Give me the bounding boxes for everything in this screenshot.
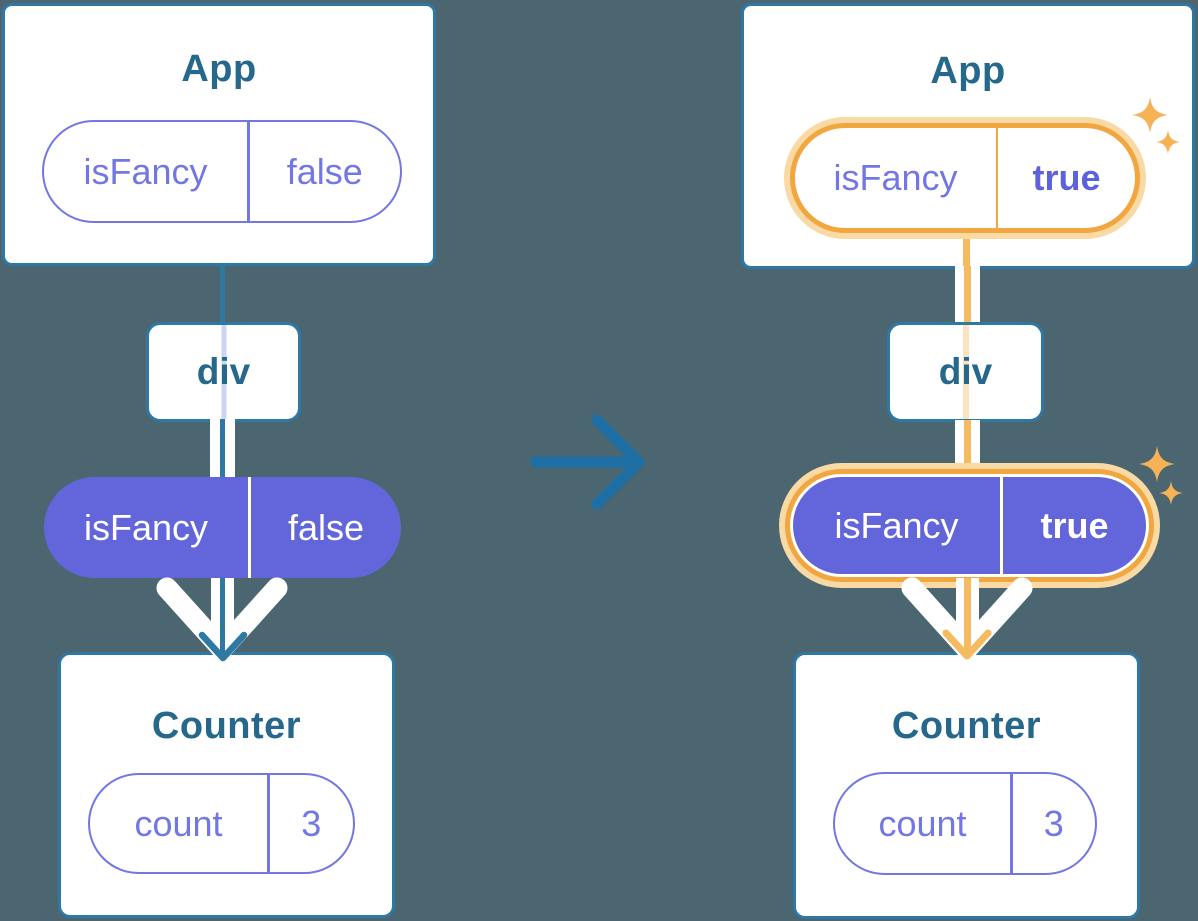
sparkle-icon: [1156, 130, 1180, 154]
before-passed-props-pill: isFancy false: [44, 477, 401, 578]
before-div-label: div: [196, 351, 251, 392]
prop-name-cell: isFancy: [833, 157, 958, 198]
after-app-title: App: [930, 50, 1006, 92]
sparkle-icon: [1139, 446, 1175, 482]
prop-value-cell: true: [1040, 504, 1109, 546]
state-name-cell: count: [878, 802, 967, 844]
prop-value-cell: false: [286, 150, 363, 192]
pill-divider: [1010, 774, 1013, 873]
before-div-node: div: [146, 322, 301, 422]
before-counter-title: Counter: [151, 705, 302, 747]
flow-center-line: [220, 419, 225, 479]
arrow-down-icon: [942, 629, 992, 660]
after-div-pill-flow-band: [955, 420, 980, 479]
prop-name-cell: isFancy: [83, 506, 209, 548]
state-value-cell: 3: [301, 802, 322, 844]
flow-center-line: [964, 420, 971, 479]
prop-value-cell: false: [287, 506, 365, 548]
before-app-title: App: [181, 48, 257, 90]
flow-center-line: [964, 266, 971, 325]
after-app-props-pill: isFancy true: [790, 123, 1140, 233]
pill-divider: [1000, 477, 1003, 574]
arrow-down-icon: [198, 631, 248, 662]
after-div-label: div: [938, 351, 993, 392]
before-app-div-connector-line: [220, 265, 225, 323]
before-div-pill-flow-band: [210, 419, 235, 479]
pill-divider: [247, 122, 250, 221]
pill-divider: [248, 477, 251, 578]
after-app-inner-flow-line: [963, 228, 970, 270]
prop-value-cell: true: [1032, 157, 1101, 198]
after-div-node: div: [887, 322, 1044, 422]
after-arrow-center-line: [964, 578, 971, 657]
before-app-props-pill: isFancy false: [42, 120, 402, 223]
sparkle-icon: [1159, 481, 1183, 505]
sparkle-icon: [1132, 97, 1168, 133]
after-app-div-flow-band: [955, 266, 980, 325]
after-counter-state-pill: count 3: [833, 772, 1097, 875]
after-counter-title: Counter: [891, 705, 1042, 747]
before-counter-state-pill: count 3: [88, 773, 355, 874]
prop-name-cell: isFancy: [83, 150, 208, 192]
state-name-cell: count: [134, 802, 223, 844]
state-value-cell: 3: [1043, 802, 1064, 844]
prop-name-cell: isFancy: [834, 504, 959, 546]
pill-divider: [267, 775, 270, 872]
after-passed-props-pill: isFancy true: [790, 474, 1149, 577]
before-arrow-center-line: [220, 578, 225, 659]
pill-divider: [996, 128, 998, 228]
transition-arrow-right-icon: [530, 414, 645, 510]
prop-trace-line: [962, 325, 969, 419]
prop-trace-line: [221, 325, 226, 419]
